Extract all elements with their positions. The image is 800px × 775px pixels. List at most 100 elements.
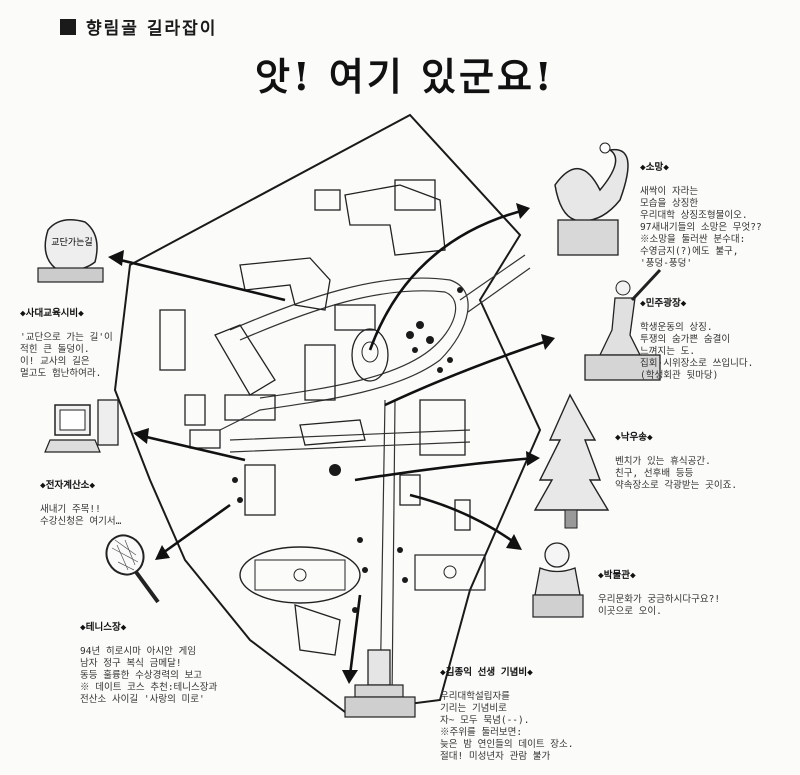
arrow-minju — [384, 338, 551, 407]
building — [299, 419, 366, 446]
tree — [437, 367, 443, 373]
computer-icon — [44, 399, 119, 453]
building — [244, 464, 276, 516]
building — [184, 394, 206, 426]
label-sadae-body: '교단으로 가는 길'이 적힌 큰 돌덩이. 이! 교사의 길은 멀고도 험난하… — [20, 332, 113, 379]
tennis-racket-icon — [105, 534, 160, 604]
arrow-head — [133, 428, 149, 444]
label-somang: ◆소망◆ 새싹이 자라는 모습을 상징한 우리대학 상징조형물이오. 97새내기… — [640, 150, 790, 282]
tree — [352, 607, 358, 613]
tree — [232, 477, 238, 483]
label-museum: ◆박물관◆ 우리문화가 궁금하시다구요?! 이곳으로 오이. — [598, 558, 793, 630]
header-title: 향림골 길라잡이 — [86, 19, 218, 39]
building — [224, 394, 276, 421]
campus-boundary — [113, 113, 542, 714]
label-minju-title: ◆민주광장◆ — [640, 298, 687, 309]
building — [334, 304, 376, 331]
label-somang-body: 새싹이 자라는 모습을 상징한 우리대학 상징조형물이오. 97새내기들의 소망… — [640, 186, 762, 269]
arrow-tennis — [159, 503, 231, 557]
building — [304, 344, 336, 401]
pine-tree-icon — [533, 393, 610, 529]
label-minju-body: 학생운동의 상징. 투쟁의 숨가쁜 숨결이 느껴지는 도. 집회·시위장소로 쓰… — [640, 322, 754, 381]
label-museum-body: 우리문화가 궁금하시다구요?! 이곳으로 오이. — [598, 594, 721, 617]
label-museum-title: ◆박물관◆ — [598, 570, 636, 581]
road-upper-inner — [239, 290, 457, 399]
arrow-kimjong — [348, 594, 362, 676]
seated-figure-icon — [532, 542, 584, 618]
arrow-jeonja — [137, 433, 246, 462]
label-kimjong-body: 우리대학설립자를 기리는 기념비로 자~ 모두 묵념(--). ※주위를 둘러보… — [440, 691, 574, 762]
tree — [237, 497, 243, 503]
road-middle — [229, 429, 471, 453]
tree — [447, 357, 453, 363]
arrow-head — [526, 451, 540, 466]
building — [399, 474, 421, 506]
label-tennis: ◆테니스장◆ 94년 히로시마 아시안 게임 남자 정구 복식 금메달! 동등 … — [80, 610, 265, 718]
monument-stone-icon: 교단가는길 — [37, 219, 104, 283]
headline: 앗! 여기 있군요! — [255, 54, 555, 99]
pointer-arrows — [111, 208, 551, 676]
tree — [397, 547, 403, 553]
tree — [426, 336, 434, 344]
label-jeonja: ◆전자계산소◆ 새내기 주목!! 수강신청은 여기서… — [40, 468, 180, 540]
field-center-right — [443, 565, 457, 579]
building — [294, 604, 341, 656]
building — [419, 399, 466, 456]
tree — [357, 537, 363, 543]
header: 향림골 길라잡이 — [60, 14, 217, 39]
arrow-nakwoo — [354, 456, 536, 482]
arrow-head — [342, 670, 358, 684]
building — [344, 184, 446, 256]
tree — [406, 331, 414, 339]
label-somang-title: ◆소망◆ — [640, 162, 669, 173]
label-kimjong: ◆김종익 선생 기념비◆ 우리대학설립자를 기리는 기념비로 자~ 모두 묵념(… — [440, 655, 640, 775]
fountain — [351, 328, 389, 382]
building — [239, 257, 331, 311]
road-east — [459, 254, 531, 313]
statue-icon — [584, 268, 662, 381]
tree — [362, 567, 368, 573]
label-sadae-title: ◆사대교육시비◆ — [20, 308, 84, 319]
label-nakwoo-title: ◆낙우송◆ — [615, 432, 653, 443]
tree — [457, 287, 463, 293]
soccer-field-left — [254, 559, 346, 591]
tree — [412, 347, 418, 353]
arrow-head — [155, 545, 170, 560]
memorial-monument-icon — [344, 649, 416, 718]
label-minju: ◆민주광장◆ 학생운동의 상징. 투쟁의 숨가쁜 숨결이 느껴지는 도. 집회·… — [640, 286, 795, 394]
building — [314, 189, 341, 211]
arrow-head — [108, 250, 124, 266]
arrow-heads — [108, 203, 555, 684]
header-bullet-icon — [60, 18, 76, 35]
label-sadae: ◆사대교육시비◆ '교단으로 가는 길'이 적힌 큰 돌덩이. 이! 교사의 길… — [20, 296, 150, 392]
label-nakwoo-body: 벤치가 있는 휴식공간. 친구, 선후배 등등 약속장소로 각광받는 곳이죠. — [615, 456, 738, 491]
monument-text: 교단가는길 — [51, 237, 92, 248]
arrow-head — [506, 534, 522, 550]
label-tennis-title: ◆테니스장◆ — [80, 622, 127, 633]
track-field — [239, 546, 361, 604]
field-center — [293, 568, 307, 582]
label-kimjong-title: ◆김종익 선생 기념비◆ — [440, 667, 533, 678]
tree — [329, 464, 341, 476]
soccer-field-right — [414, 554, 486, 591]
road-upper — [219, 277, 469, 431]
trees — [232, 287, 463, 613]
arrow-head — [516, 203, 530, 219]
building — [159, 309, 186, 371]
arrow-museum — [409, 493, 519, 547]
building — [214, 324, 276, 396]
tree — [416, 321, 424, 329]
campus-map: 교단가는길 — [37, 113, 662, 718]
arrow-sadae — [111, 256, 286, 302]
buildings — [159, 179, 471, 656]
arrow-head — [541, 334, 555, 350]
label-nakwoo: ◆낙우송◆ 벤치가 있는 휴식공간. 친구, 선후배 등등 약속장소로 각광받는… — [615, 420, 795, 504]
building — [394, 179, 436, 211]
label-jeonja-title: ◆전자계산소◆ — [40, 480, 96, 491]
fountain-center — [361, 341, 379, 363]
label-jeonja-body: 새내기 주목!! 수강신청은 여기서… — [40, 504, 122, 527]
tree — [402, 577, 408, 583]
label-tennis-body: 94년 히로시마 아시안 게임 남자 정구 복식 금메달! 동등 훌륭한 수상경… — [80, 646, 218, 705]
arrow-somang — [368, 208, 526, 351]
building — [189, 429, 221, 449]
